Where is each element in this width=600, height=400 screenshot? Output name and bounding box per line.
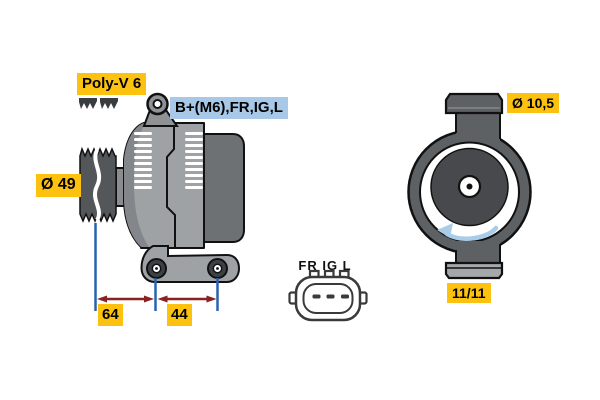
shaft-center-dot [466, 183, 473, 190]
rear-mount-lug [207, 258, 228, 279]
dimension-arrow-44 [157, 295, 217, 303]
vent-louvers [134, 132, 203, 189]
hole-diameter-tag: Ø 10,5 [507, 93, 560, 114]
rotation-ccw-arrow-icon [437, 223, 499, 241]
top-lug-cap [444, 92, 504, 115]
top-lug-neck [456, 107, 500, 150]
bottom-lug-neck [456, 241, 500, 265]
belt-type-tag: Poly-V 6 [77, 73, 147, 95]
connector-pins [312, 294, 349, 299]
fixing-dimension-tag: 11/11 [447, 283, 491, 304]
dimension-arrow-64 [97, 295, 154, 303]
body-left-shade [124, 123, 149, 247]
poly-v-belt-profile-icon [79, 98, 118, 109]
front-view-drawing [407, 92, 532, 280]
terminals-tag: B+(M6),FR,IG,L [170, 97, 288, 119]
connector-pin-labels: FR IG L [298, 258, 352, 273]
pulley-diameter-tag: Ø 49 [36, 174, 81, 197]
pulley-break-line [93, 149, 102, 222]
bottom-lug-cap [444, 261, 504, 280]
dimension-64-tag: 64 [98, 304, 123, 326]
dimension-lines [94, 223, 219, 311]
connector-pinout [288, 269, 368, 322]
side-view-drawing [79, 92, 245, 283]
body-ridge-line [166, 123, 176, 248]
top-ear-hole [152, 99, 163, 109]
dimension-44-tag: 44 [167, 304, 192, 326]
front-mount-lug [146, 258, 167, 279]
rear-housing [201, 133, 245, 243]
